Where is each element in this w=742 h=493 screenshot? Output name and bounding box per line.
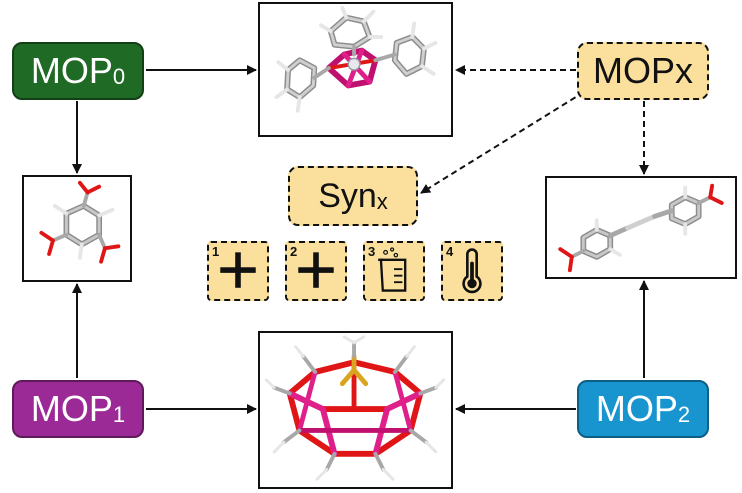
- synthesis-step-4: 4: [441, 241, 503, 301]
- synthesis-step-2: 2: [285, 241, 347, 301]
- mop1-subscript: 1: [112, 402, 126, 427]
- synthesis-step-3: 3: [363, 241, 425, 301]
- step-3-number: 3: [368, 244, 376, 259]
- step-2-number: 2: [290, 244, 298, 259]
- synx-label: Syn: [318, 177, 377, 215]
- mop1-label: MOP: [30, 388, 113, 429]
- mopx-node: MOPx: [577, 42, 709, 100]
- beaker-icon: [378, 247, 407, 292]
- mop2-subscript: 2: [677, 402, 691, 427]
- mop0-subscript: 0: [112, 64, 126, 89]
- bottom-molecule-panel: [258, 331, 453, 489]
- top-molecule-panel: [258, 2, 453, 137]
- mop0-label: MOP: [30, 50, 113, 91]
- step-4-number: 4: [446, 244, 454, 259]
- right-molecule-panel: [545, 176, 737, 279]
- plus-icon: [298, 252, 334, 288]
- plus-icon: [220, 252, 256, 288]
- step-1-number: 1: [212, 244, 220, 259]
- synthesis-step-1: 1: [207, 241, 269, 301]
- left-molecule-panel: [22, 175, 132, 282]
- metal-cluster-molecule-image: [274, 5, 438, 113]
- mopx-label: MOPx: [592, 50, 693, 91]
- cage-cluster-molecule-image: [264, 335, 446, 481]
- thermometer-icon: [462, 248, 482, 294]
- synx-subscript: x: [376, 189, 388, 214]
- biphenyl-linker-molecule-image: [558, 183, 724, 273]
- trimesic-acid-molecule-image: [39, 180, 121, 264]
- mop2-label: MOP: [595, 388, 678, 429]
